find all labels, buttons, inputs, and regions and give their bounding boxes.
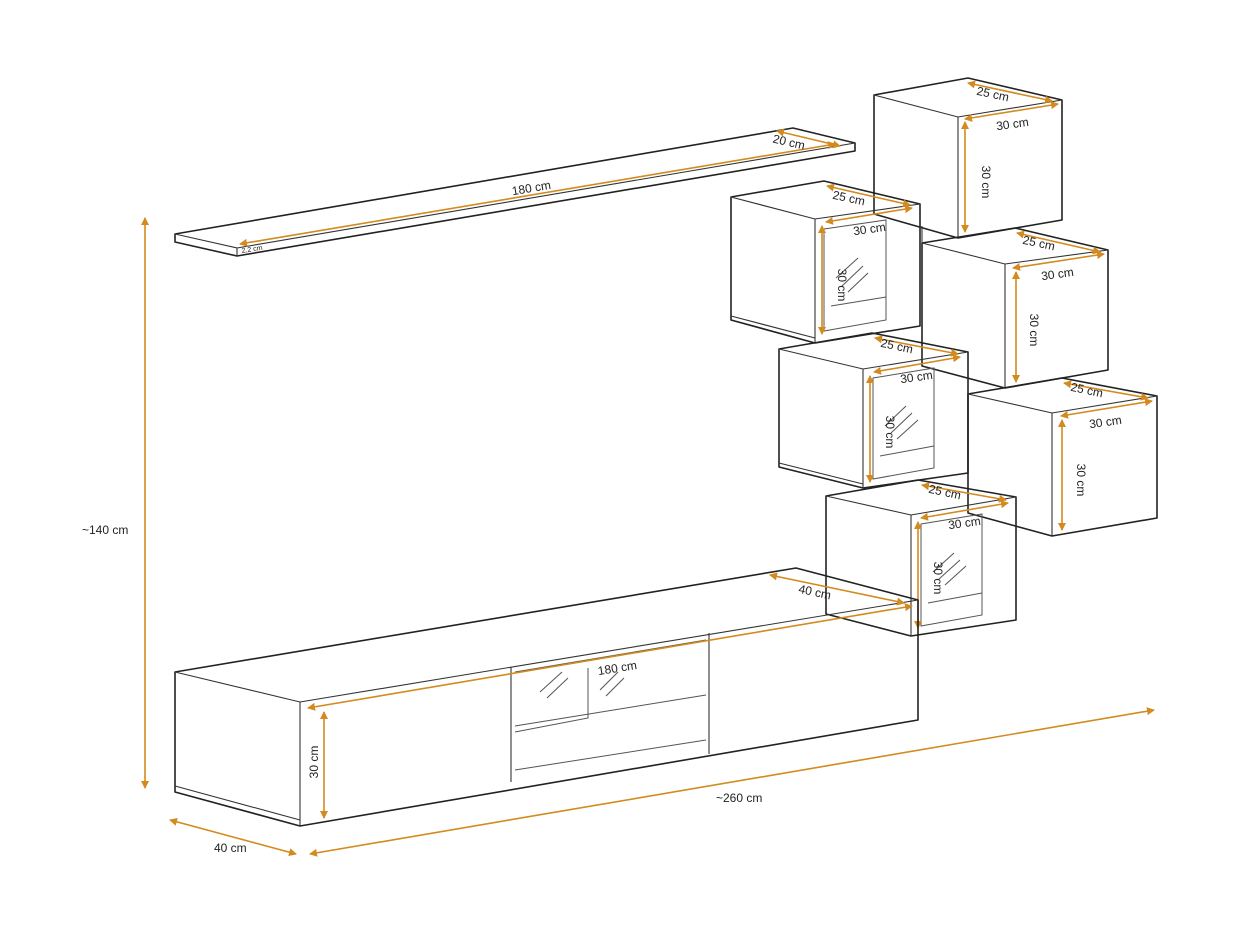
total-width-label: ~260 cm [716, 791, 762, 805]
cube-a-width-label: 30 cm [995, 115, 1029, 133]
shelf-length-label: 180 cm [511, 178, 552, 198]
tv-lowboard: 40 cm 180 cm 30 cm [174, 567, 919, 827]
cube-c-height-label: 30 cm [1027, 314, 1041, 347]
cube-e-height-label: 30 cm [1074, 464, 1088, 497]
tv-top-depth-label: 40 cm [797, 582, 832, 602]
cube-f-depth-label: 25 cm [927, 482, 962, 502]
cube-a: 25 cm 30 cm 30 cm [873, 77, 1063, 239]
cube-d: 25 cm 30 cm 30 cm [778, 332, 969, 489]
wall-shelf: 180 cm 20 cm 2,2 cm [174, 127, 856, 257]
tv-height-label: 30 cm [307, 746, 321, 779]
cube-b-depth-label: 25 cm [831, 188, 866, 208]
cube-c-depth-label: 25 cm [1021, 233, 1056, 253]
tv-depth-label: 40 cm [214, 841, 247, 855]
cube-e-width-label: 30 cm [1088, 413, 1122, 431]
cube-e-depth-label: 25 cm [1069, 380, 1104, 400]
shelf-thickness-label: 2,2 cm [241, 245, 263, 255]
cube-d-width-label: 30 cm [899, 368, 933, 386]
cube-c-width-label: 30 cm [1040, 265, 1074, 283]
cube-d-height-label: 30 cm [883, 416, 897, 449]
shelf-depth-label: 20 cm [771, 132, 806, 153]
cube-a-depth-label: 25 cm [975, 84, 1010, 104]
cube-f-height-label: 30 cm [931, 562, 945, 595]
cube-e: 25 cm 30 cm 30 cm [967, 377, 1158, 537]
cube-f: 25 cm 30 cm 30 cm [825, 479, 1017, 637]
cube-c: 25 cm 30 cm 30 cm [921, 226, 1109, 389]
overall-dimensions: ~140 cm 40 cm ~260 cm [82, 217, 1155, 857]
cube-b-height-label: 30 cm [835, 269, 849, 302]
cube-f-width-label: 30 cm [947, 514, 981, 532]
total-height-label: ~140 cm [82, 523, 128, 537]
cube-a-height-label: 30 cm [979, 166, 993, 199]
cube-b: 25 cm 30 cm 30 cm [730, 180, 921, 344]
cube-d-depth-label: 25 cm [879, 336, 914, 356]
cube-b-width-label: 30 cm [852, 220, 886, 238]
tv-width-label: 180 cm [597, 658, 638, 678]
